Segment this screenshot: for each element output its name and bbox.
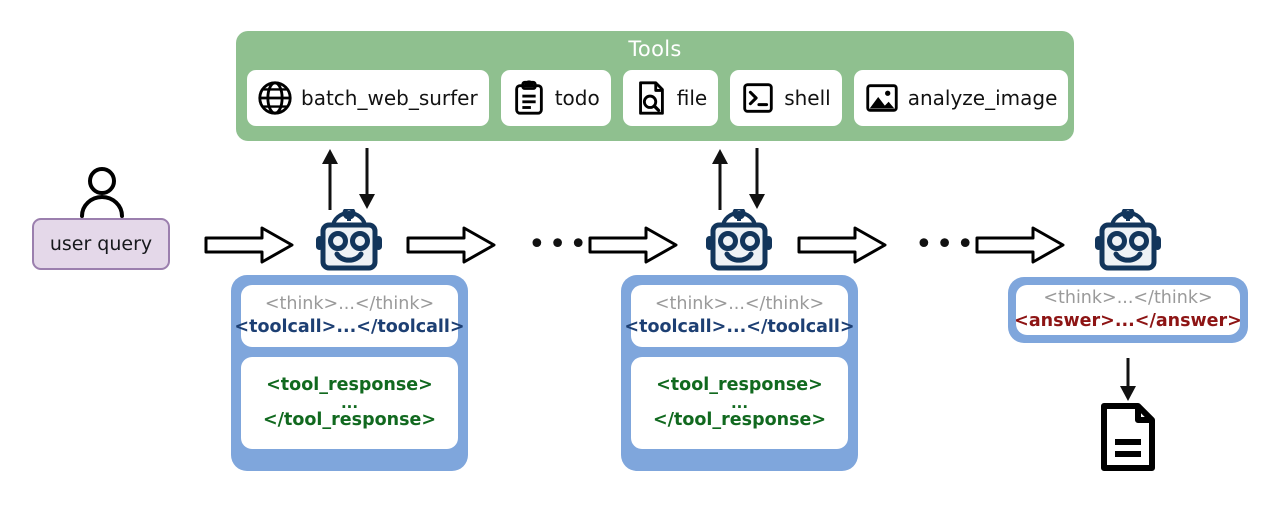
toolcall-tag-text: <toolcall>...</toolcall> (624, 317, 855, 337)
arrow-down-icon-agent1 (359, 148, 375, 209)
tool-chip-analyze-image[interactable]: analyze_image (853, 70, 1069, 126)
arrow-down-icon-agent2 (749, 148, 765, 209)
robot-icon-agent3 (1095, 209, 1161, 271)
clipboard-icon (514, 80, 543, 115)
flow-ellipsis-2: ••• (915, 227, 978, 262)
flow-arrow-gap-to-agent2 (588, 226, 678, 264)
flow-arrow-agent1-to-gap (406, 226, 496, 264)
user-query-label: user query (49, 233, 153, 255)
user-query-box[interactable]: user query (32, 218, 170, 270)
tool-label: shell (784, 86, 831, 110)
think-tag-text: <think>...</think> (264, 293, 435, 314)
robot-icon-agent1 (316, 209, 382, 271)
tool-label: analyze_image (907, 86, 1058, 110)
think-tag-text: <think>...</think> (1043, 287, 1213, 308)
tools-panel: Tools batch_web_surfer (236, 31, 1074, 141)
tool-label: todo (554, 86, 600, 110)
think-tag-text: <think>...</think> (654, 293, 825, 314)
flow-arrow-user-to-agent1 (204, 226, 294, 264)
tools-panel-title: Tools (628, 37, 682, 61)
tool-chip-todo[interactable]: todo (500, 70, 611, 126)
tool-response-open-tag: <tool_response> (656, 374, 823, 395)
tool-response-card-agent1: <tool_response> ... </tool_response> (241, 357, 458, 449)
tool-label: file (676, 86, 708, 110)
toolcall-tag-text: <toolcall>...</toolcall> (234, 317, 465, 337)
globe-icon (258, 81, 292, 115)
message-stack-agent1: <think>...</think> <toolcall>...</toolca… (231, 275, 468, 471)
tool-response-card-agent2: <tool_response> ... </tool_response> (631, 357, 848, 449)
tool-response-close-tag: </tool_response> (652, 410, 827, 430)
file-search-icon (638, 81, 664, 115)
document-icon (1101, 403, 1155, 471)
assistant-message-card-agent1: <think>...</think> <toolcall>...</toolca… (234, 285, 465, 347)
terminal-icon (743, 83, 773, 113)
flow-arrow-agent2-to-gap (797, 226, 887, 264)
arrow-down-icon-output (1120, 358, 1136, 401)
final-answer-card: <think>...</think> <answer>...</answer> (1014, 285, 1242, 335)
tool-chip-shell[interactable]: shell (730, 70, 842, 126)
tool-chip-file[interactable]: file (622, 70, 719, 126)
flow-arrow-gap-to-agent3 (975, 226, 1065, 264)
answer-tag-text: <answer>...</answer> (1014, 311, 1242, 331)
robot-icon-agent2 (706, 209, 772, 271)
tool-response-ellipsis: ... (340, 394, 359, 412)
flow-ellipsis-1: ••• (528, 227, 591, 262)
image-icon (866, 84, 898, 112)
assistant-message-card-agent2: <think>...</think> <toolcall>...</toolca… (624, 285, 855, 347)
arrow-up-icon-agent2 (712, 149, 728, 210)
tool-label: batch_web_surfer (301, 86, 478, 110)
tool-response-open-tag: <tool_response> (266, 374, 433, 395)
arrow-up-icon-agent1 (322, 149, 338, 210)
tool-response-ellipsis: ... (730, 394, 749, 412)
message-stack-agent3: <think>...</think> <answer>...</answer> (1008, 277, 1248, 343)
message-stack-agent2: <think>...</think> <toolcall>...</toolca… (621, 275, 858, 471)
person-icon (80, 167, 124, 218)
tools-list: batch_web_surfer todo (247, 70, 1069, 126)
tool-response-close-tag: </tool_response> (262, 410, 437, 430)
tool-chip-batch-web-surfer[interactable]: batch_web_surfer (247, 70, 489, 126)
